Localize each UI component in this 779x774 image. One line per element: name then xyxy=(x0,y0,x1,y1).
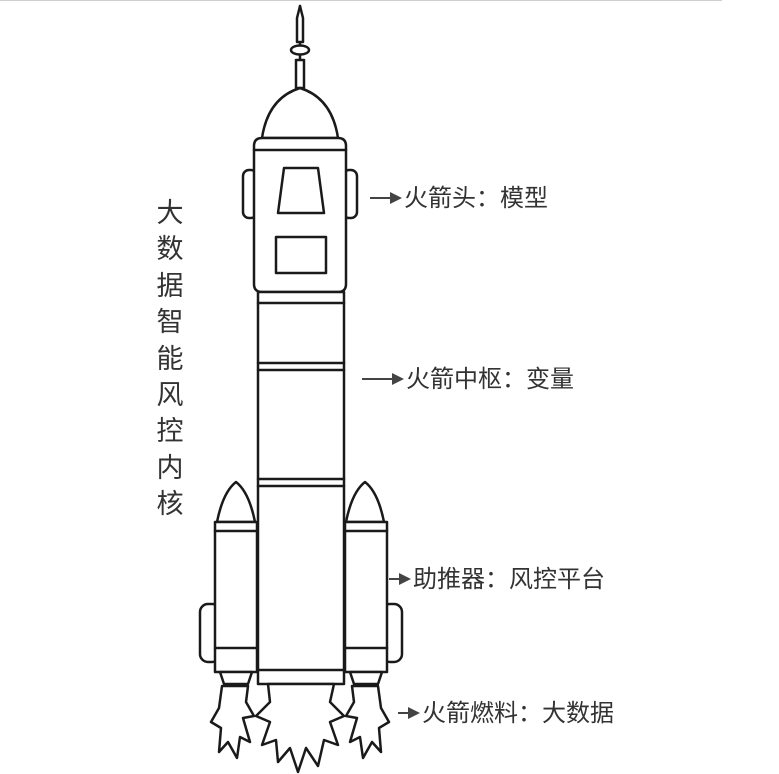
callout-booster: 助推器：风控平台 xyxy=(389,564,605,594)
callout-booster-label: 助推器：风控平台 xyxy=(413,565,605,593)
top-divider xyxy=(0,0,722,1)
callout-head: 火箭头：模型 xyxy=(370,183,548,213)
title-char: 风 xyxy=(156,380,184,412)
title-char: 据 xyxy=(156,270,184,302)
callout-fuel: 火箭燃料：大数据 xyxy=(398,698,614,728)
title-char: 大 xyxy=(156,198,184,229)
center-flame xyxy=(254,682,346,774)
vertical-title: 大 数 据 智 能 风 控 内 核 xyxy=(150,196,190,524)
left-flame xyxy=(209,684,256,760)
arrow-right-icon xyxy=(370,192,402,204)
arrow-right-icon xyxy=(398,707,420,719)
left-booster xyxy=(198,480,259,686)
callout-fuel-label: 火箭燃料：大数据 xyxy=(422,699,614,727)
title-char: 智 xyxy=(156,307,184,339)
title-char: 数 xyxy=(156,234,184,266)
callout-core: 火箭中枢：变量 xyxy=(362,364,574,394)
title-char: 控 xyxy=(156,416,184,448)
capsule-window-lower xyxy=(274,235,328,275)
nose-cone xyxy=(260,86,340,140)
antenna xyxy=(289,4,311,90)
title-char: 内 xyxy=(156,452,184,484)
right-flame xyxy=(344,684,391,760)
callout-core-label: 火箭中枢：变量 xyxy=(406,365,574,393)
arrow-right-icon xyxy=(362,373,404,385)
callout-head-label: 火箭头：模型 xyxy=(404,184,548,212)
capsule-window-upper xyxy=(276,166,326,215)
arrow-right-icon xyxy=(389,573,411,585)
title-char: 能 xyxy=(156,343,184,375)
core-stage xyxy=(256,290,346,686)
title-char: 核 xyxy=(156,489,184,521)
right-booster xyxy=(343,480,404,686)
